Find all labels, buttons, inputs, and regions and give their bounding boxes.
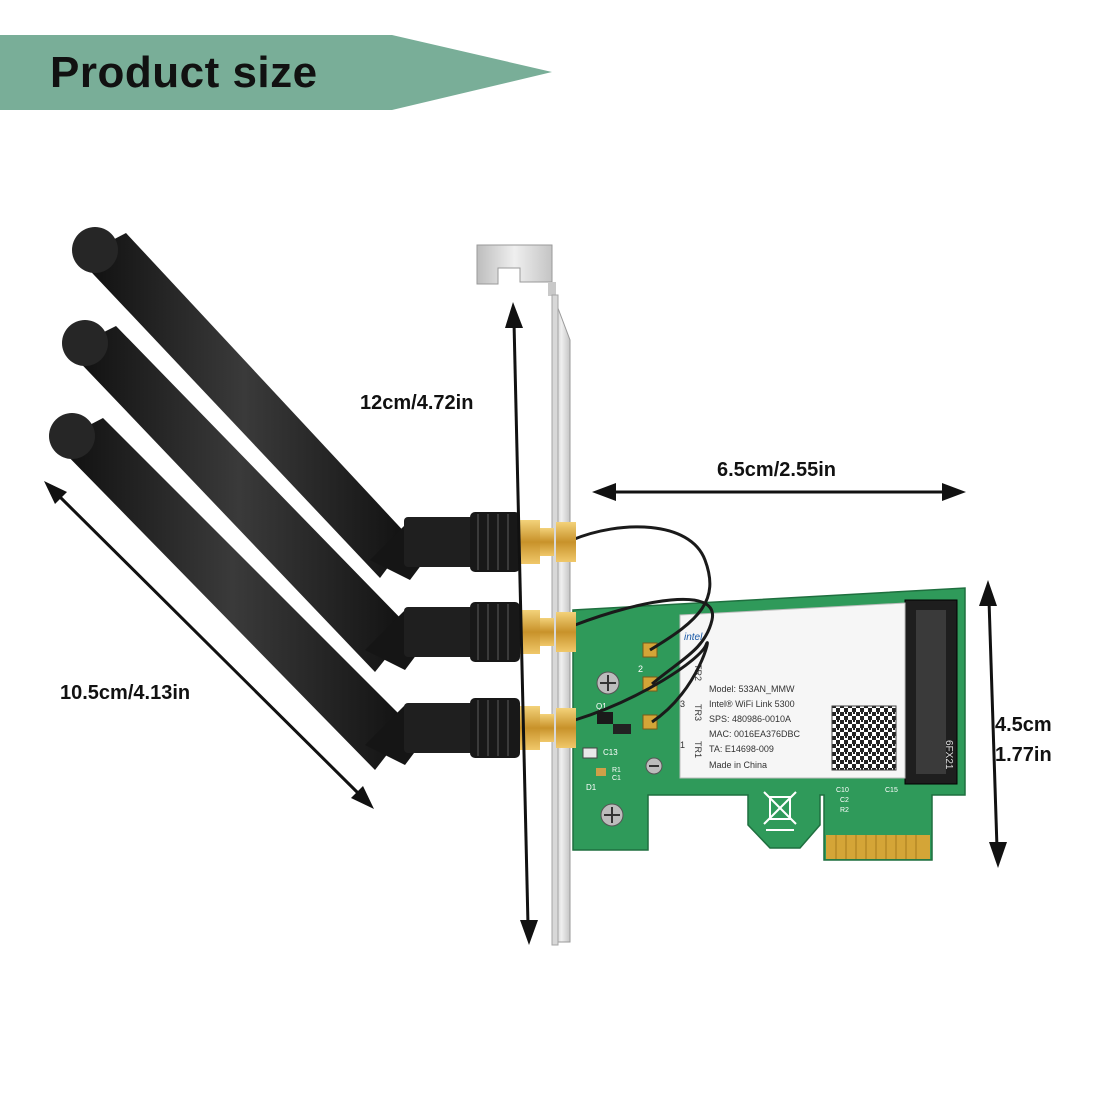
weee-bin-icon [763,791,797,831]
q1-label: Q1 [596,702,607,711]
c15-label: C15 [885,787,898,794]
c2-label: C2 [840,797,849,804]
sps-line: SPS: 480986-0010A [709,714,791,724]
antenna-length-label: 10.5cm/4.13in [60,682,191,704]
tr3-label: TR3 [693,704,703,721]
tr1-label: TR1 [693,741,703,758]
mac-line: MAC: 0016EA376DBC [709,729,801,739]
ta-line: TA: E14698-009 [709,744,774,754]
bracket-height-label: 12cm/4.72in [360,392,474,414]
intel-logo: intel [684,632,703,643]
antenna-cables [571,525,714,724]
d1-label: D1 [586,783,597,792]
port3-label: 3 [680,699,685,709]
height-dimension-arrow [505,302,538,945]
port1-label: 1 [680,740,685,750]
product-name-line: Intel® WiFi Link 5300 [709,699,795,709]
wifi-module: intel Model: 533AN_MMW Intel® WiFi Link … [638,602,906,779]
card-width-label: 6.5cm/2.55in [717,459,836,481]
origin-line: Made in China [709,760,767,770]
card-height-cm-label: 4.5cm [995,714,1052,736]
c10-label: C10 [836,787,849,794]
tr2-label: TR2 [693,664,703,681]
slot-code-label: 6FX21 [943,740,954,770]
r1-label: R1 [612,767,621,774]
antenna-top [72,227,576,580]
c13-label: C13 [603,748,618,757]
banner-arrow-shape [0,35,552,110]
antenna-dimension-arrow [44,481,374,809]
antenna-bottom [49,413,576,770]
antenna-middle [62,320,576,672]
r2-label: R2 [840,807,849,814]
c1-label: C1 [612,775,621,782]
banner-title: Product size [50,48,318,97]
model-line: Model: 533AN_MMW [709,684,795,694]
board-screw [596,671,663,827]
metal-bracket [476,244,571,946]
mini-pcie-slot: 6FX21 [904,599,958,785]
card-height-in-label: 1.77in [995,744,1052,766]
gold-fingers [826,835,930,859]
card-height-dimension-arrow [979,580,1007,868]
title-banner [0,35,552,110]
width-dimension-arrow [592,483,966,501]
port2-label: 2 [638,664,643,674]
